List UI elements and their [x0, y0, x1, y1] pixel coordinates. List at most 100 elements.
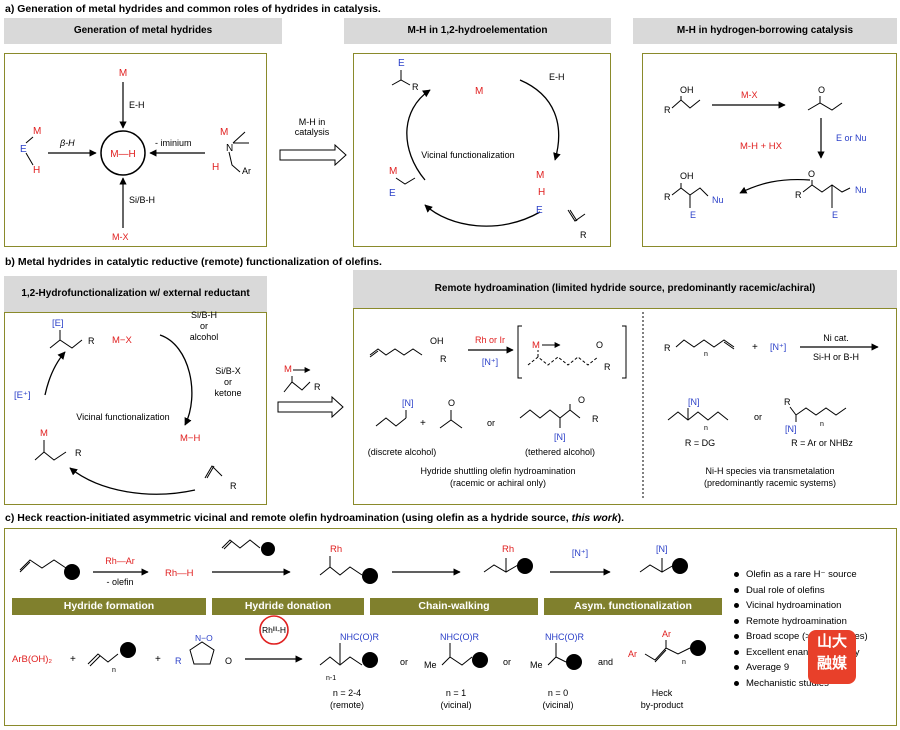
- left-bonds: [395, 177, 416, 185]
- panel-generation: [4, 53, 267, 247]
- tethered-n: [N]: [554, 432, 566, 442]
- olefin-r: R: [580, 230, 587, 240]
- b-ketone: ketone: [214, 388, 241, 398]
- b-open-arrow: [277, 395, 344, 419]
- mx-reagent: M-X: [112, 232, 129, 242]
- hb-nu: Nu: [712, 195, 724, 205]
- start-olefin-bonds: [19, 559, 67, 573]
- b-olefin-bonds: [204, 465, 223, 479]
- prod1-n-minus-1: n-1: [326, 675, 336, 682]
- rh-walked-ball: [517, 558, 533, 574]
- amine-h: H: [212, 162, 219, 173]
- watermark-line-2: 融媒: [816, 654, 847, 672]
- eq-olefin-bonds: [87, 653, 119, 667]
- eq-and: and: [598, 657, 613, 667]
- ketone-product-bonds: [802, 180, 851, 208]
- ketone-bonds: [807, 96, 843, 111]
- section-c-title: c) Heck reaction-initiated asymmetric vi…: [5, 512, 625, 524]
- tm-n-plus: [N⁺]: [770, 342, 786, 352]
- b-vicinal: Vicinal functionalization: [76, 412, 169, 422]
- tm-plus: +: [752, 342, 758, 353]
- b-mh: M−H: [180, 433, 200, 444]
- shuttle-o: O: [596, 340, 603, 350]
- hb-e-or-nu: E or Nu: [836, 133, 867, 143]
- feature-item: Broad scope (>70 examples): [732, 629, 868, 645]
- rh-alkyl-bonds: [319, 556, 363, 576]
- prod1-nhc: NHC(O)R: [340, 632, 379, 642]
- rh-h-product: Rh—H: [165, 568, 194, 579]
- hb-e2: E: [832, 210, 838, 220]
- shuttle-or: or: [487, 418, 495, 428]
- b-arc-right: [159, 334, 193, 426]
- dioxazolone-r: R: [175, 656, 182, 666]
- cycle-vicinal: Vicinal functionalization: [421, 150, 514, 160]
- panel-hydroelementation: [353, 53, 611, 247]
- section-b-title: b) Metal hydrides in catalytic reductive…: [5, 256, 382, 268]
- hydroelementation-cycle: M E-H Vicinal functionalization E R M E …: [389, 58, 587, 240]
- hb-r3: R: [795, 190, 802, 200]
- tm-r: R: [664, 343, 671, 353]
- discrete-o: O: [448, 398, 455, 408]
- hb-nu2: Nu: [855, 185, 867, 195]
- rh-alkyl-ball: [362, 568, 378, 584]
- tm-caption-2: (predominantly racemic systems): [704, 478, 836, 488]
- heck-ar1: Ar: [662, 629, 671, 639]
- panel-this-work: [4, 528, 897, 726]
- tm-n-sub2: n: [704, 425, 708, 432]
- feature-item: Average 9: [732, 660, 868, 676]
- cycle-m-left: M: [389, 166, 397, 177]
- prod1-bonds: [319, 643, 363, 666]
- prod2-ball: [472, 652, 488, 668]
- b-arc-bottom: [69, 467, 196, 495]
- shuttle-r2: R: [604, 362, 611, 372]
- heck-caption-2: by-product: [641, 700, 684, 710]
- rh-alkyl-label: Rh: [330, 544, 342, 555]
- cycle-h-right: H: [538, 187, 545, 198]
- b-e-plus: [E⁺]: [14, 390, 31, 401]
- cation-bonds: [391, 70, 411, 86]
- hb-mx: M-X: [741, 90, 758, 100]
- cycle-eh: E-H: [549, 72, 565, 82]
- prod3-ball: [566, 654, 582, 670]
- dioxazolone-no: N−O: [195, 633, 213, 643]
- panel-remote-hydroamination: [353, 308, 897, 505]
- beta-h-label: β-H: [59, 138, 75, 148]
- plus-1: +: [70, 654, 76, 665]
- panel-hydrofunctionalization: [4, 312, 267, 505]
- heck-ball: [690, 640, 706, 656]
- tethered-bonds: [519, 404, 581, 428]
- b-r3: R: [230, 481, 237, 491]
- alcohol-bonds: [671, 96, 701, 109]
- metal-hydride-circle: [100, 130, 146, 176]
- eq-n-sub: n: [112, 667, 116, 674]
- amine-ar: Ar: [242, 166, 251, 176]
- amine-n: N: [226, 143, 233, 154]
- tm-n-sub3: n: [820, 421, 824, 428]
- mh-catalysis-label-2: catalysis: [295, 127, 330, 137]
- header-remote-hydroamination: Remote hydroamination (limited hydride s…: [353, 270, 897, 308]
- heck-n-sub: n: [682, 659, 686, 666]
- product-ball: [672, 558, 688, 574]
- b-cation-bonds: [49, 330, 83, 349]
- cycle-arc-bottom: [424, 204, 541, 227]
- tm-reductant: Si-H or B-H: [813, 352, 859, 362]
- iminium-label: - iminium: [155, 138, 192, 148]
- prod2-me: Me: [424, 660, 437, 670]
- shuttle-caption-2: (racemic or achiral only): [450, 478, 546, 488]
- feature-item: Dual role of olefins: [732, 583, 868, 599]
- tm-r2: R: [784, 397, 791, 407]
- mh-center-text: M—H: [110, 149, 136, 160]
- shuttle-catalyst: Rh or Ir: [475, 335, 505, 345]
- tm-or: or: [754, 412, 762, 422]
- cycle-arc-right: [519, 79, 561, 161]
- substrate-ball: [64, 564, 80, 580]
- b-arc-left: [44, 351, 66, 396]
- hb-mh-hx: M-H + HX: [740, 141, 783, 152]
- rh-walked-label: Rh: [502, 544, 514, 555]
- heck-ar2: Ar: [628, 649, 637, 659]
- tm-r-ar: R = Ar or NHBz: [791, 438, 853, 448]
- b-mid-m: M: [284, 364, 292, 375]
- e-bonds: [25, 136, 34, 166]
- tm-n1: [N]: [688, 397, 700, 407]
- e-atom: E: [20, 144, 27, 155]
